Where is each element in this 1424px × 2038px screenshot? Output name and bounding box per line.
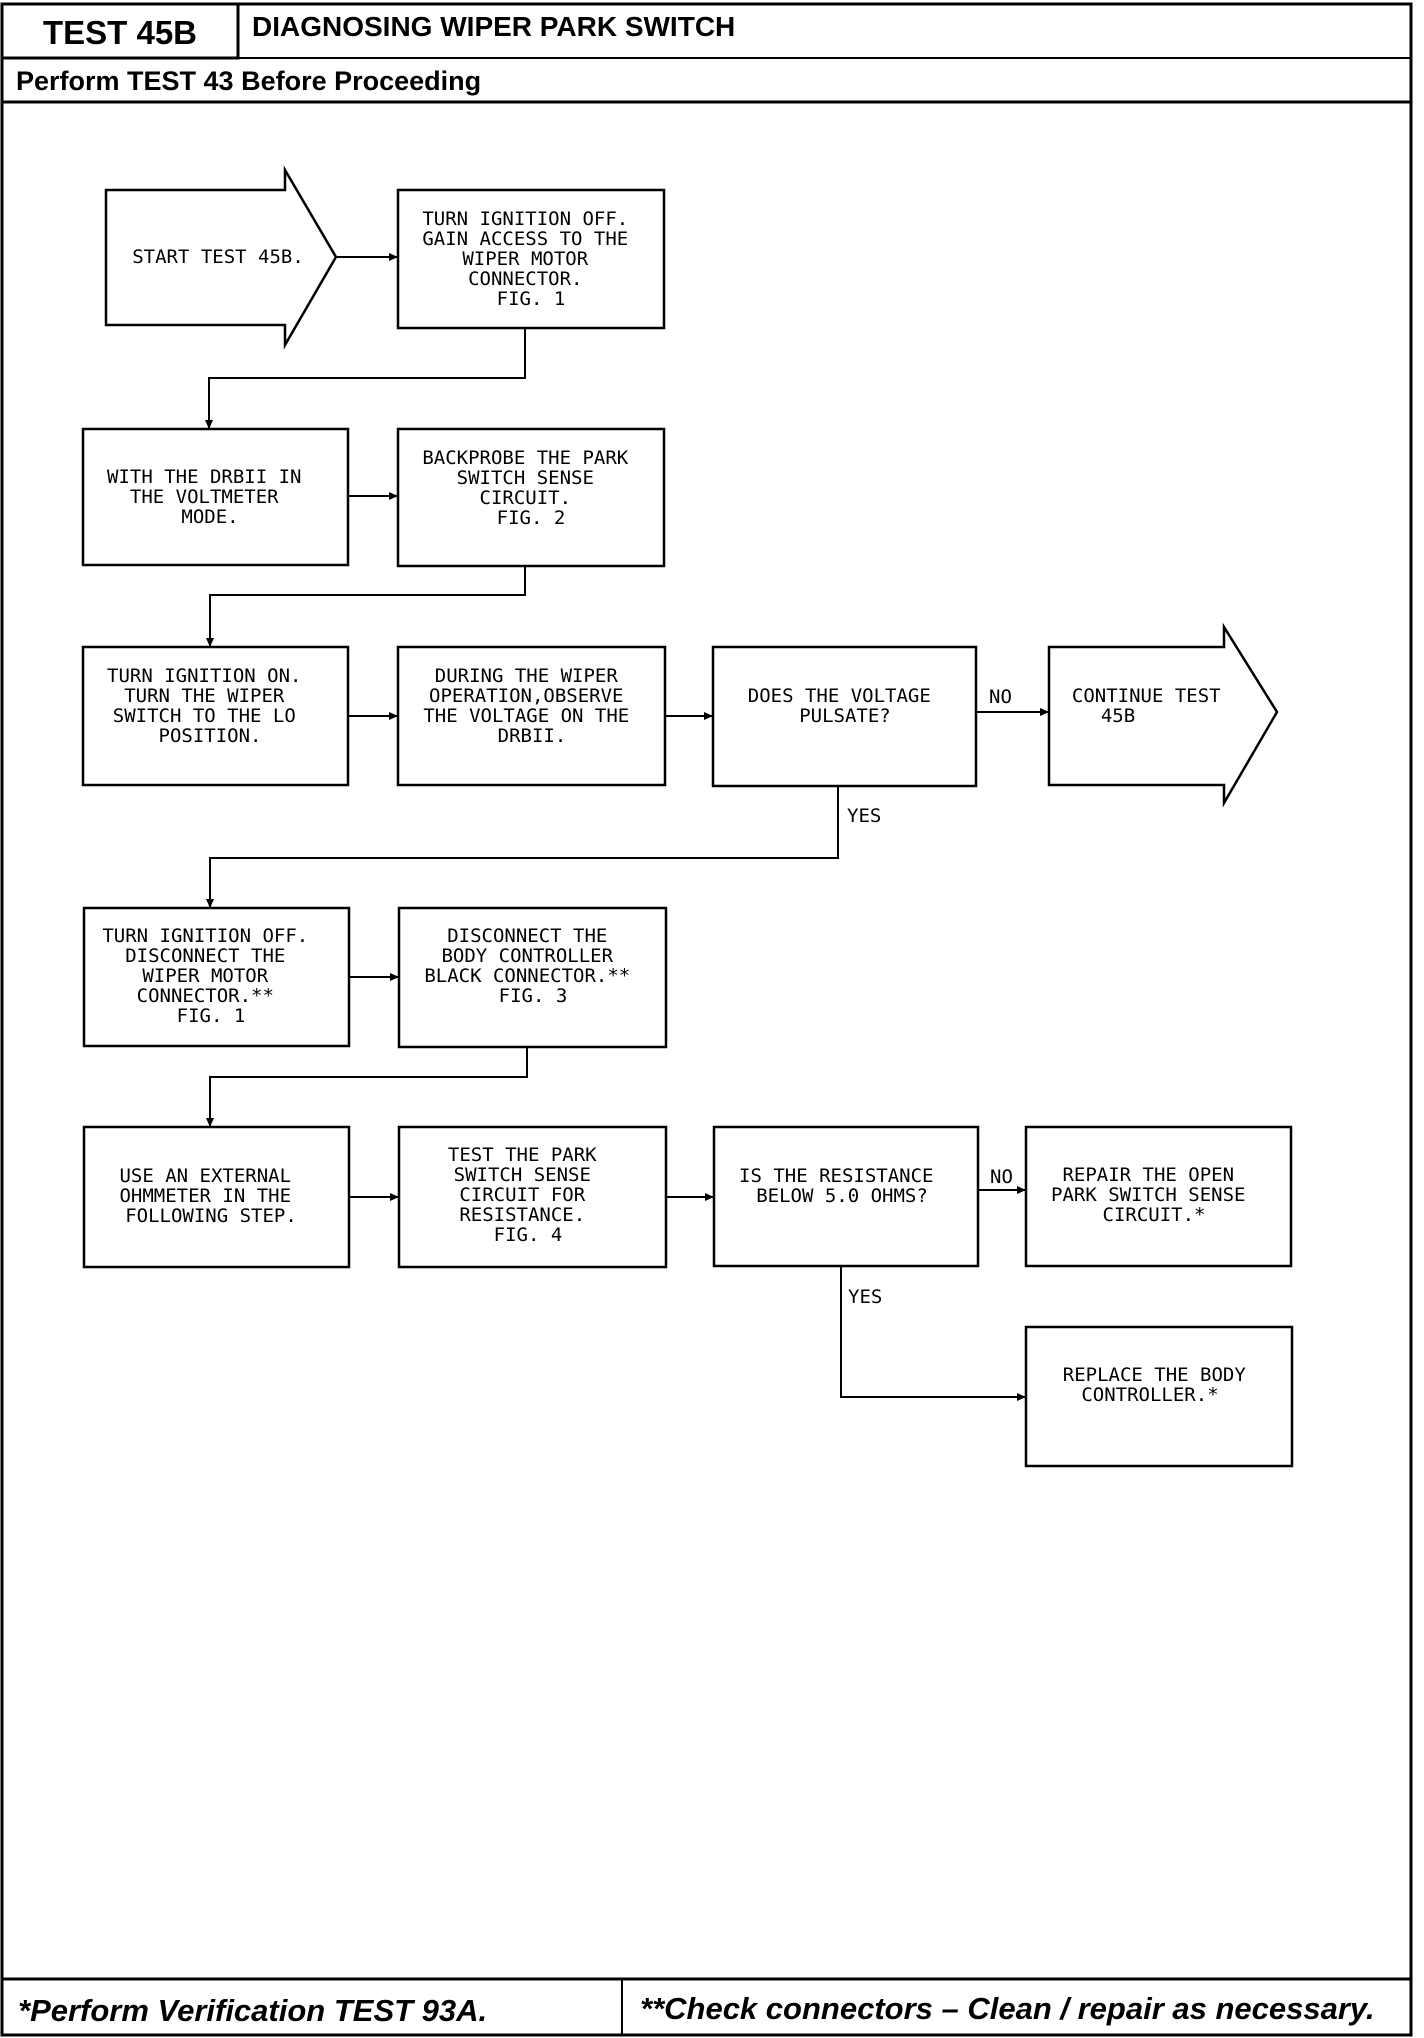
node-texts: START TEST 45B. TURN IGNITION OFF. GAIN … <box>102 208 1257 1406</box>
result-text-repair-circuit: REPAIR THE OPEN PARK SWITCH SENSE CIRCUI… <box>1051 1164 1257 1226</box>
result-box-repair-circuit <box>1024 1125 1293 1268</box>
footnote-double-asterisk: **Check connectors – Clean / repair as n… <box>640 1991 1375 2026</box>
step-box-ignition-on <box>81 645 350 787</box>
prerequisite-note: Perform TEST 43 Before Proceeding <box>16 66 481 96</box>
header: TEST 45B DIAGNOSING WIPER PARK SWITCH Pe… <box>0 2 1411 104</box>
step-box-observe-voltage <box>396 645 667 787</box>
step-box-ignition-off <box>396 188 666 330</box>
start-arrow <box>104 165 338 350</box>
step-text-voltmeter-mode: WITH THE DRBII IN THE VOLTMETER MODE. <box>107 466 313 528</box>
step-text-disconnect-body-controller: DISCONNECT THE BODY CONTROLLER BLACK CON… <box>424 925 641 1007</box>
step-text-test-resistance: TEST THE PARK SWITCH SENSE CIRCUIT FOR R… <box>448 1144 608 1246</box>
footnote-single-asterisk: *Perform Verification TEST 93A. <box>18 1993 487 2028</box>
step-text-external-ohmmeter: USE AN EXTERNAL OHMMETER IN THE FOLLOWIN… <box>119 1165 302 1227</box>
decision-text-voltage-pulsate: DOES THE VOLTAGE PULSATE? <box>748 685 942 727</box>
edge-label-no-1: NO <box>989 686 1012 708</box>
decision-box-voltage-pulsate <box>711 645 978 788</box>
step-text-disconnect-motor: TURN IGNITION OFF. DISCONNECT THE WIPER … <box>102 925 319 1027</box>
step-box-external-ohmmeter <box>82 1125 351 1269</box>
step-box-voltmeter-mode <box>81 427 350 567</box>
test-id: TEST 45B <box>43 14 197 51</box>
nodes <box>81 165 1294 1468</box>
edge-labels: NO YES NO YES <box>847 686 1013 1308</box>
continue-test-arrow <box>1047 622 1279 808</box>
page-title: DIAGNOSING WIPER PARK SWITCH <box>252 11 735 42</box>
continue-test-label: CONTINUE TEST 45B <box>1072 685 1232 727</box>
edge-label-yes-2: YES <box>848 1286 882 1308</box>
step-box-disconnect-body-controller <box>397 906 668 1049</box>
step-text-backprobe: BACKPROBE THE PARK SWITCH SENSE CIRCUIT.… <box>422 447 639 529</box>
decision-box-resistance <box>712 1125 980 1268</box>
edge-label-no-2: NO <box>990 1166 1013 1188</box>
step-box-backprobe <box>396 427 666 568</box>
result-text-replace-controller: REPLACE THE BODY CONTROLLER.* <box>1063 1364 1257 1406</box>
result-box-replace-controller <box>1024 1325 1294 1468</box>
footer: *Perform Verification TEST 93A. **Check … <box>2 1977 1411 2035</box>
start-label: START TEST 45B. <box>132 246 304 268</box>
step-box-test-resistance <box>397 1125 668 1269</box>
step-text-observe-voltage: DURING THE WIPER OPERATION,OBSERVE THE V… <box>423 665 640 747</box>
step-box-disconnect-motor <box>82 906 351 1048</box>
edge-label-yes-1: YES <box>847 805 881 827</box>
step-text-ignition-on: TURN IGNITION ON. TURN THE WIPER SWITCH … <box>107 665 313 747</box>
decision-text-resistance: IS THE RESISTANCE BELOW 5.0 OHMS? <box>739 1165 945 1207</box>
step-text-ignition-off: TURN IGNITION OFF. GAIN ACCESS TO THE WI… <box>422 208 639 310</box>
connectors <box>205 253 1049 1401</box>
